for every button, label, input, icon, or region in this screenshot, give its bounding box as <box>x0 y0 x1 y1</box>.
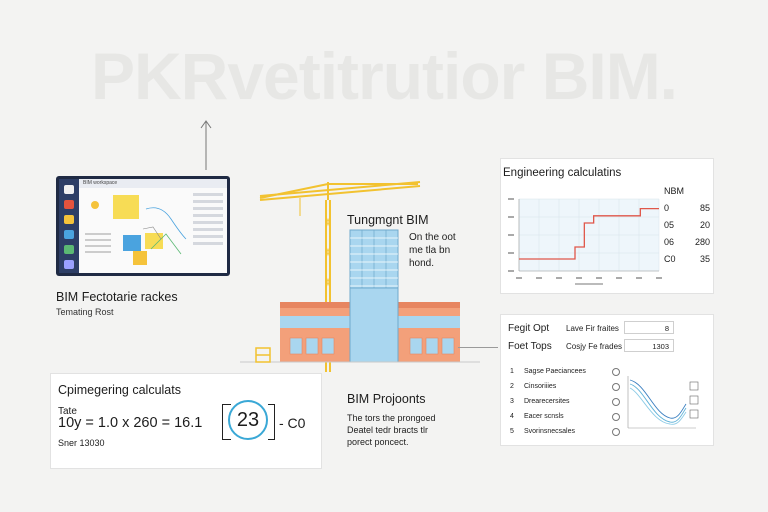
laptop-screenshot: BIM workspace <box>56 176 230 276</box>
laptop-label: BIM Fectotarie rackes <box>56 290 178 304</box>
x-tick-label <box>576 277 582 279</box>
x-axis-label <box>575 283 603 285</box>
series-line <box>519 207 659 260</box>
radio-button[interactable] <box>612 412 620 421</box>
sticky-note <box>145 233 163 249</box>
calculation-equation: 10y = 1.0 x 260 = 16.1 <box>58 415 203 431</box>
sidebar-app-icon[interactable] <box>64 260 74 269</box>
sticky-note <box>133 251 147 265</box>
radio-button[interactable] <box>612 367 620 376</box>
window <box>305 337 319 355</box>
arrow-up-icon <box>200 120 212 170</box>
window <box>409 337 423 355</box>
center-note: On the oot me tla bn hond. <box>409 232 456 269</box>
engineering-line-chart <box>508 198 662 285</box>
calculation-card <box>50 373 322 469</box>
sidebar-app-icon[interactable] <box>64 215 74 224</box>
building-crane-illustration <box>240 181 480 372</box>
calculation-title: Cpimegering calculats <box>58 383 181 397</box>
sidebar-app-icon[interactable] <box>64 200 74 209</box>
calculation-tail: - C0 <box>279 415 306 431</box>
calculation-label: Tate <box>58 406 77 417</box>
whiteboard-canvas <box>83 193 193 271</box>
x-tick-label <box>636 277 642 279</box>
sidebar-app-icon[interactable] <box>64 245 74 254</box>
x-tick-label <box>556 277 562 279</box>
app-topbar: BIM workspace <box>79 179 227 188</box>
result-circle: 23 <box>228 400 268 440</box>
y-tick-label <box>508 234 514 236</box>
y-tick-label <box>508 270 514 272</box>
parameters-card <box>500 314 714 446</box>
calculation-footer: Sner 13030 <box>58 438 105 448</box>
window <box>441 337 455 355</box>
radio-button[interactable] <box>612 427 620 436</box>
window <box>425 337 439 355</box>
table-header: NBM <box>664 186 684 196</box>
window <box>289 337 303 355</box>
property-panel <box>193 193 223 271</box>
engineering-title: Engineering calculatins <box>503 167 622 179</box>
param-input[interactable]: 1303 <box>624 339 674 352</box>
y-tick-label <box>508 252 514 254</box>
x-tick-label <box>536 277 542 279</box>
curve-mini-chart <box>627 376 699 429</box>
param-label: Fegit Opt <box>508 323 550 334</box>
sticky-note <box>113 195 139 219</box>
sketch-lines <box>142 207 187 255</box>
y-tick-label <box>508 216 514 218</box>
x-tick-label <box>656 277 662 279</box>
radio-button[interactable] <box>612 397 620 406</box>
sticky-note <box>123 235 141 251</box>
window <box>321 337 335 355</box>
param-field-label: Cosjy Fe frades <box>566 342 623 351</box>
param-field-label: Lave Fir fraites <box>566 324 619 333</box>
sidebar-app-icon[interactable] <box>64 185 74 194</box>
y-tick-label <box>508 198 514 200</box>
hero-title: PKRvetitrutior BIM. <box>90 39 678 113</box>
bracket-left <box>222 404 231 440</box>
text-lines <box>85 233 111 253</box>
bracket-right <box>268 404 275 440</box>
connector-line <box>458 347 498 348</box>
app-sidebar <box>59 179 79 273</box>
projects-description: The tors the prongoed Deatel tedr bracts… <box>347 413 436 447</box>
x-tick-label <box>516 277 522 279</box>
x-tick-label <box>596 277 602 279</box>
param-label: Foet Tops <box>508 341 552 352</box>
projects-title: BIM Projoonts <box>347 392 426 406</box>
sidebar-app-icon[interactable] <box>64 230 74 239</box>
radio-button[interactable] <box>612 382 620 391</box>
param-input[interactable]: 8 <box>624 321 674 334</box>
center-title: Tungmgnt BIM <box>347 213 429 227</box>
marker-dot <box>91 201 99 209</box>
x-tick-label <box>616 277 622 279</box>
laptop-sublabel: Temating Rost <box>56 307 114 317</box>
